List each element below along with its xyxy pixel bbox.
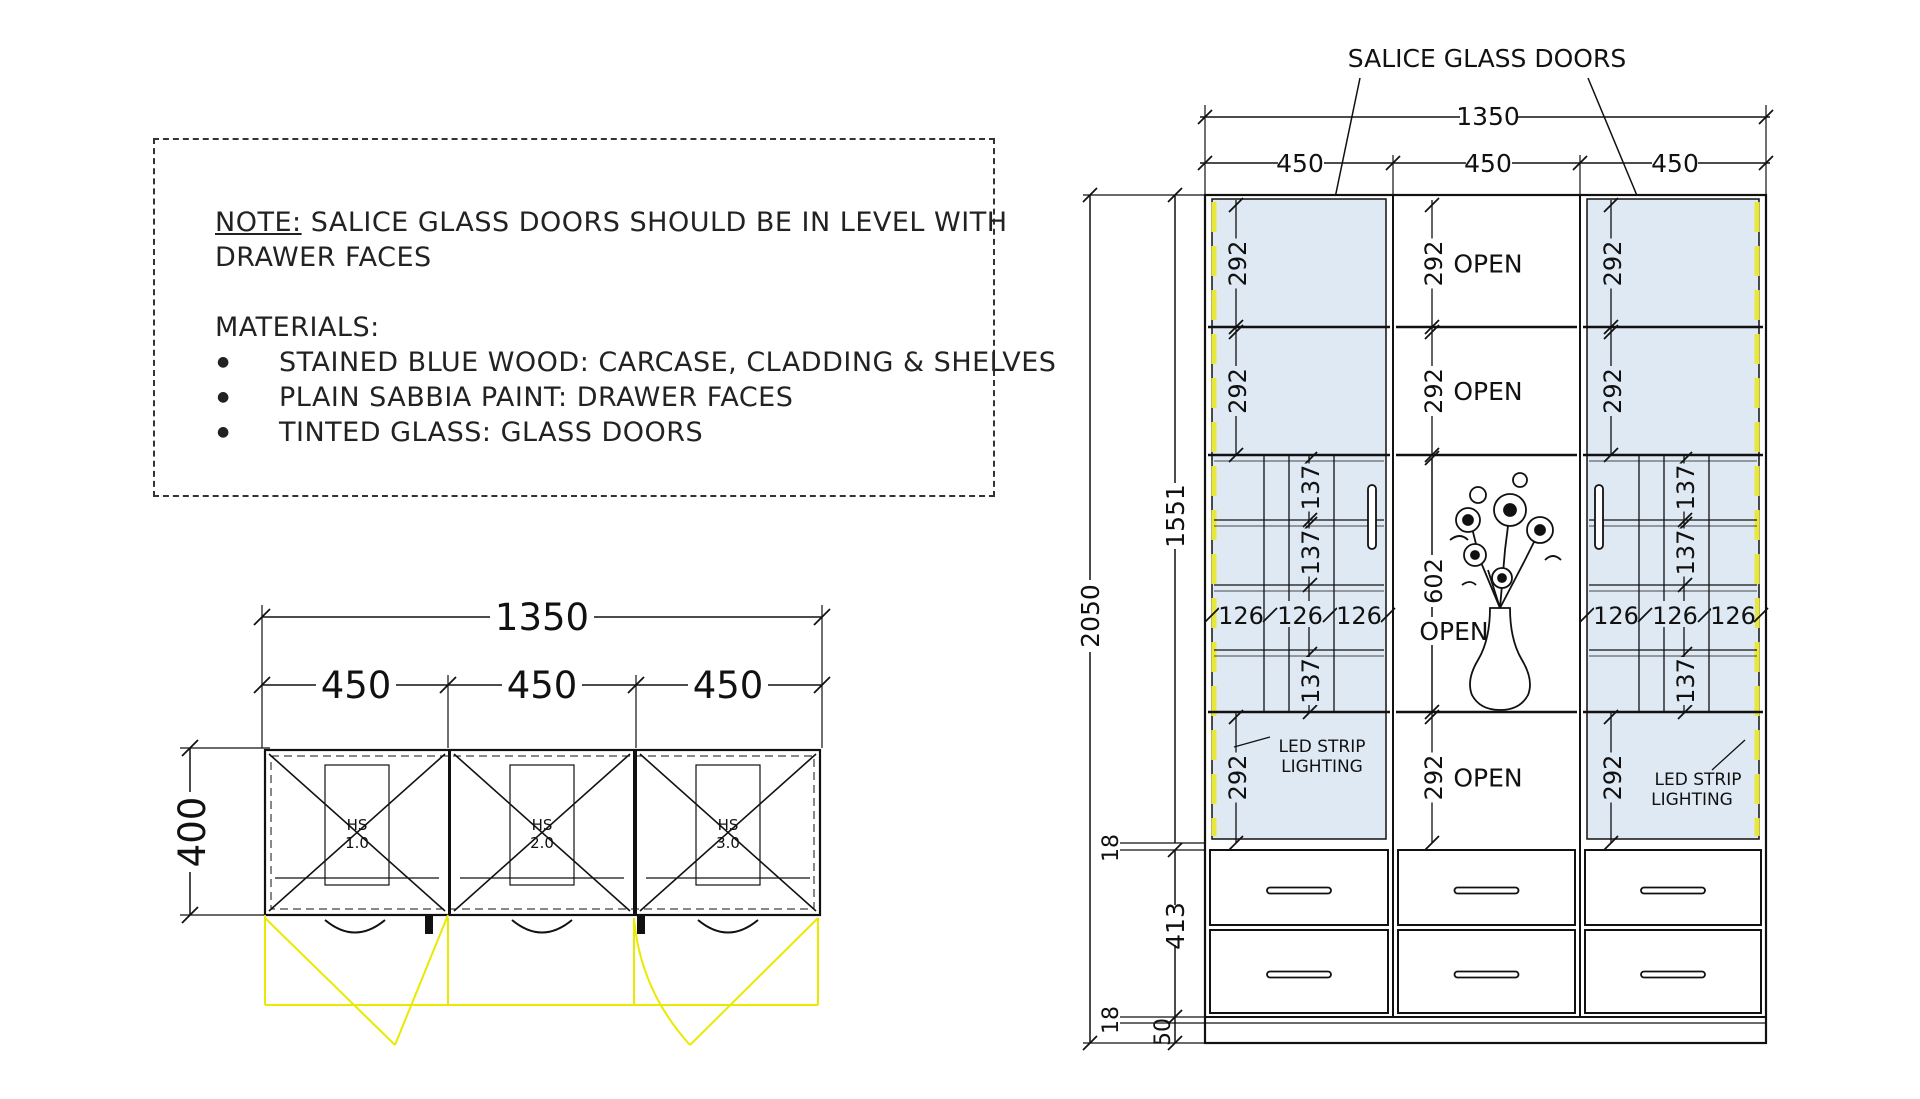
open-label: OPEN	[1453, 764, 1522, 793]
drawer-handle	[1640, 886, 1706, 895]
elevation-plinth-18: 18	[1099, 1006, 1124, 1034]
grid-horizontal-dim: 126	[1218, 602, 1264, 630]
grid-vertical-dim: 137	[1672, 465, 1700, 511]
plan-bay-2: HS2.0	[449, 749, 635, 916]
led-label-right-2: LIGHTING	[1651, 790, 1733, 810]
grid-horizontal-dim: 126	[1336, 602, 1382, 630]
shelf-dim: 292	[1420, 241, 1448, 287]
materials-list: STAINED BLUE WOOD: CARCASE, CLADDING & S…	[215, 345, 1056, 450]
plan-bay-width-2: 450	[507, 664, 578, 707]
shelf-dim: 292	[1224, 241, 1252, 287]
shelf-dim: 292	[1599, 241, 1627, 287]
shelf-dim: 292	[1599, 755, 1627, 801]
grid-vertical-dim: 137	[1297, 465, 1325, 511]
open-label: OPEN	[1453, 377, 1522, 406]
grid-horizontal-dim: 126	[1593, 602, 1639, 630]
shelf-dim: 292	[1224, 368, 1252, 414]
plan-bay-code: HS	[532, 816, 553, 834]
led-label-right: LED STRIP LIGHTING	[1651, 739, 1746, 810]
elevation-plinth-50: 50	[1151, 1018, 1176, 1046]
material-item: TINTED GLASS: GLASS DOORS	[215, 415, 1056, 450]
drawer-handle	[1640, 970, 1706, 979]
plan-door-swings	[264, 914, 819, 1046]
vase-flowers-illustration	[1449, 472, 1562, 711]
elevation-view: SALICE GLASS DOORS 1350 450 450 450 2	[1072, 44, 1774, 1051]
led-label-left-1: LED STRIP	[1279, 737, 1366, 757]
plan-bay-code: HS	[347, 816, 368, 834]
plan-bay-1: HS1.0	[264, 749, 450, 916]
glass-door	[1586, 198, 1760, 840]
plan-bay-num: 3.0	[716, 834, 740, 852]
plan-bay-3: HS3.0	[635, 749, 821, 916]
elevation-overall-width: 1350	[1456, 102, 1520, 131]
grid-vertical-dim: 137	[1297, 530, 1325, 576]
shelf-dim: 292	[1420, 755, 1448, 801]
shelf-dim: 292	[1224, 755, 1252, 801]
elevation-plinth-top: 18	[1099, 834, 1124, 862]
note-line-1: NOTE: SALICE GLASS DOORS SHOULD BE IN LE…	[215, 205, 1056, 240]
materials-label: MATERIALS:	[215, 312, 380, 343]
center-niche-dim: 602	[1420, 558, 1448, 604]
elevation-drawer-height: 413	[1161, 902, 1190, 950]
led-label-right-1: LED STRIP	[1655, 770, 1742, 790]
material-item: PLAIN SABBIA PAINT: DRAWER FACES	[215, 380, 1056, 415]
drawer-handle	[1266, 886, 1332, 895]
plan-bay-num: 1.0	[345, 834, 369, 852]
glass-door	[1211, 198, 1387, 840]
plan-bay-code: HS	[718, 816, 739, 834]
led-label-left-2: LIGHTING	[1281, 757, 1363, 777]
door-handle	[1594, 484, 1604, 550]
grid-vertical-dim: 137	[1672, 530, 1700, 576]
plan-overall-width: 1350	[495, 596, 589, 639]
note-box	[153, 138, 995, 497]
grid-vertical-dim: 137	[1297, 658, 1325, 704]
grid-horizontal-dim: 126	[1277, 602, 1323, 630]
note-text: NOTE: SALICE GLASS DOORS SHOULD BE IN LE…	[215, 205, 1056, 450]
led-label-left: LED STRIP LIGHTING	[1233, 736, 1366, 777]
grid-horizontal-dim: 126	[1710, 602, 1756, 630]
drawer-handle	[1266, 970, 1332, 979]
shelf-dim: 292	[1599, 368, 1627, 414]
center-open-label: OPEN	[1419, 617, 1488, 646]
elevation-bay-3: 292 292 292 137 137 137 126 126 126	[1579, 195, 1769, 1017]
elevation-title: SALICE GLASS DOORS	[1348, 44, 1626, 73]
shelf-dim: 292	[1420, 368, 1448, 414]
elevation-bay-width-1: 450	[1276, 149, 1324, 178]
drawer-handle	[1453, 886, 1520, 895]
plan-bay-width-3: 450	[693, 664, 764, 707]
elevation-upper-height: 1551	[1161, 484, 1190, 548]
note-line-2: DRAWER FACES	[215, 242, 432, 273]
elevation-bay-width-3: 450	[1651, 149, 1699, 178]
plan-bay-num: 2.0	[530, 834, 554, 852]
plan-depth: 400	[171, 797, 214, 868]
elevation-bay-width-2: 450	[1464, 149, 1512, 178]
grid-horizontal-dim: 126	[1652, 602, 1698, 630]
note-label: NOTE:	[215, 207, 302, 238]
door-handle	[1367, 484, 1377, 550]
open-label: OPEN	[1453, 250, 1522, 279]
plan-bay-width-1: 450	[321, 664, 392, 707]
material-item: STAINED BLUE WOOD: CARCASE, CLADDING & S…	[215, 345, 1056, 380]
grid-vertical-dim: 137	[1672, 658, 1700, 704]
drawer-handle	[1453, 970, 1520, 979]
elevation-bay-1: 292 292 292 137 137 137 126 126 126	[1204, 195, 1396, 1017]
elevation-overall-height: 2050	[1076, 584, 1105, 648]
note-text-1: SALICE GLASS DOORS SHOULD BE IN LEVEL WI…	[310, 207, 1008, 238]
